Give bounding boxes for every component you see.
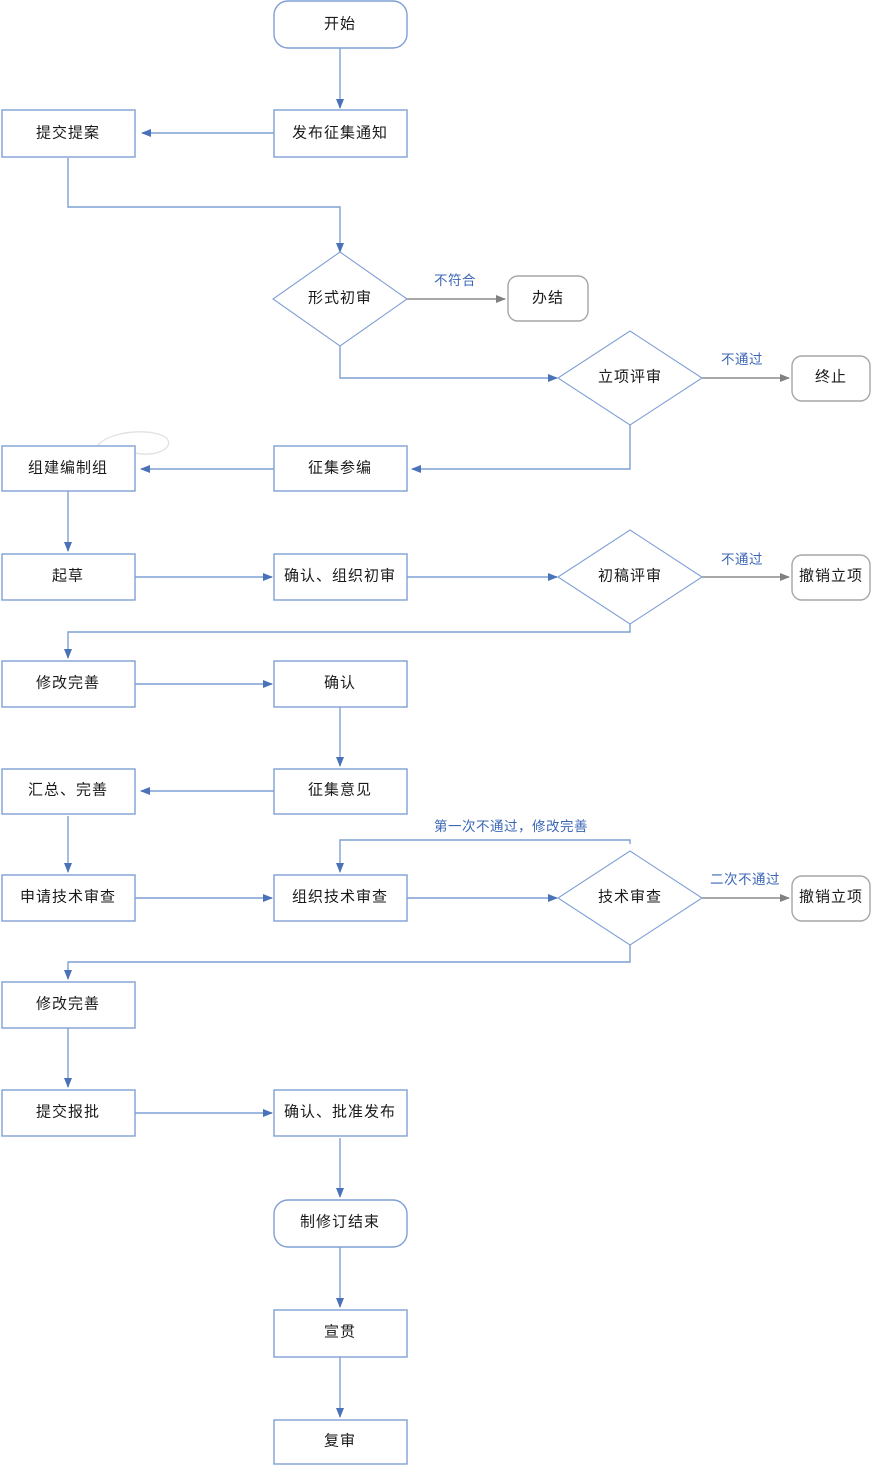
- node-summarize-improve-shape: [1, 768, 136, 815]
- node-re-review-shape: [273, 1419, 408, 1465]
- node-confirm-approve-publish[interactable]: 确认、批准发布: [273, 1089, 408, 1137]
- node-start[interactable]: 开始: [273, 0, 408, 49]
- node-publish-notice-shape: [273, 109, 408, 158]
- node-confirm-label: 确认: [324, 674, 356, 691]
- node-confirm-shape: [273, 660, 408, 708]
- node-start-label: 开始: [324, 15, 356, 32]
- node-publish-notice[interactable]: 发布征集通知: [273, 109, 408, 158]
- node-first-draft-review-shape: [556, 529, 704, 625]
- node-revise-improve-1[interactable]: 修改完善: [1, 660, 136, 708]
- node-form-review-label: 形式初审: [308, 289, 372, 306]
- node-promotion-shape: [273, 1309, 408, 1358]
- node-tech-review[interactable]: 技术审查: [556, 850, 704, 946]
- node-collect-participants-shape: [273, 445, 408, 492]
- node-closed-shape: [507, 275, 589, 322]
- node-re-review[interactable]: 复审: [273, 1419, 408, 1465]
- node-summarize-improve-label: 汇总、完善: [28, 781, 108, 798]
- node-confirm-organize-first-review[interactable]: 确认、组织初审: [273, 553, 408, 601]
- node-organize-tech-review-label: 组织技术审查: [292, 888, 388, 905]
- node-summarize-improve[interactable]: 汇总、完善: [1, 768, 136, 815]
- node-form-review-shape: [272, 251, 408, 347]
- node-collect-participants[interactable]: 征集参编: [273, 445, 408, 492]
- node-terminated[interactable]: 终止: [791, 355, 871, 402]
- node-first-draft-review[interactable]: 初稿评审: [556, 529, 704, 625]
- node-submit-proposal-label: 提交提案: [36, 123, 100, 141]
- node-confirm-organize-first-review-label: 确认、组织初审: [284, 567, 396, 584]
- node-re-review-label: 复审: [324, 1431, 356, 1449]
- node-cancel-project-1-label: 撤销立项: [799, 567, 863, 584]
- node-form-drafting-group-label: 组建编制组: [28, 459, 108, 476]
- node-confirm-approve-publish-label: 确认、批准发布: [284, 1103, 396, 1120]
- node-apply-tech-review-label: 申请技术审查: [20, 888, 116, 905]
- node-draft[interactable]: 起草: [1, 553, 136, 601]
- node-terminated-shape: [791, 355, 871, 402]
- node-closed-label: 办结: [532, 289, 564, 306]
- connector-submit-to-form-review: [67, 158, 344, 253]
- edge-label-not-passed-1: 不通过: [721, 352, 763, 367]
- node-closed[interactable]: 办结: [507, 275, 589, 322]
- node-submit-proposal[interactable]: 提交提案: [1, 109, 136, 158]
- node-terminated-label: 终止: [815, 368, 847, 385]
- node-confirm-organize-first-review-shape: [273, 553, 408, 601]
- node-revision-end-label: 制修订结束: [300, 1213, 380, 1230]
- node-project-review-shape: [556, 330, 704, 426]
- edge-label-not-compliant: 不符合: [434, 273, 476, 288]
- node-form-drafting-group[interactable]: 组建编制组: [1, 445, 136, 492]
- node-apply-tech-review-shape: [1, 874, 136, 922]
- node-collect-opinions-shape: [273, 768, 408, 815]
- node-cancel-project-2-label: 撤销立项: [799, 888, 863, 905]
- node-form-review[interactable]: 形式初审: [272, 251, 408, 347]
- node-draft-shape: [1, 553, 136, 601]
- node-cancel-project-1[interactable]: 撤销立项: [791, 554, 871, 601]
- node-promotion-label: 宣贯: [324, 1323, 356, 1340]
- node-revise-improve-1-label: 修改完善: [36, 674, 100, 691]
- connector-tech-review-to-revise-2: [64, 945, 631, 980]
- connector-form-review-to-project-review: [339, 346, 558, 382]
- node-revision-end[interactable]: 制修订结束: [273, 1199, 408, 1248]
- connector-project-review-to-collect-participants: [411, 425, 631, 473]
- node-promotion[interactable]: 宣贯: [273, 1309, 408, 1358]
- node-apply-tech-review[interactable]: 申请技术审查: [1, 874, 136, 922]
- node-revision-end-shape: [273, 1199, 408, 1248]
- edge-label-second-fail: 二次不通过: [710, 872, 780, 887]
- node-project-review-label: 立项评审: [598, 368, 662, 385]
- node-confirm-approve-publish-shape: [273, 1089, 408, 1137]
- node-confirm[interactable]: 确认: [273, 660, 408, 708]
- node-tech-review-shape: [556, 850, 704, 946]
- node-revise-improve-2[interactable]: 修改完善: [1, 981, 136, 1029]
- node-submit-approval-label: 提交报批: [36, 1102, 100, 1120]
- edge-label-not-passed-2: 不通过: [721, 552, 763, 567]
- node-cancel-project-1-shape: [791, 554, 871, 601]
- connector-first-draft-review-to-revise-1: [64, 624, 631, 659]
- node-draft-label: 起草: [52, 567, 84, 584]
- node-publish-notice-label: 发布征集通知: [292, 124, 388, 141]
- node-revise-improve-1-shape: [1, 660, 136, 708]
- node-first-draft-review-label: 初稿评审: [598, 567, 662, 584]
- node-submit-proposal-shape: [1, 109, 136, 158]
- node-cancel-project-2[interactable]: 撤销立项: [791, 875, 871, 922]
- node-start-shape: [273, 0, 408, 49]
- node-submit-approval-shape: [1, 1089, 136, 1137]
- node-collect-opinions-label: 征集意见: [308, 780, 372, 798]
- node-cancel-project-2-shape: [791, 875, 871, 922]
- node-revise-improve-2-shape: [1, 981, 136, 1029]
- node-project-review[interactable]: 立项评审: [556, 330, 704, 426]
- edge-label-first-fail-revise: 第一次不通过，修改完善: [434, 818, 588, 834]
- node-organize-tech-review[interactable]: 组织技术审查: [273, 874, 408, 922]
- node-organize-tech-review-shape: [273, 874, 408, 922]
- node-collect-participants-label: 征集参编: [308, 459, 372, 476]
- node-form-drafting-group-shape: [1, 445, 136, 492]
- node-revise-improve-2-label: 修改完善: [36, 995, 100, 1012]
- node-collect-opinions[interactable]: 征集意见: [273, 768, 408, 815]
- node-submit-approval[interactable]: 提交报批: [1, 1089, 136, 1137]
- node-tech-review-label: 技术审查: [598, 888, 662, 905]
- connector-tech-review-first-fail-loop: [336, 839, 631, 873]
